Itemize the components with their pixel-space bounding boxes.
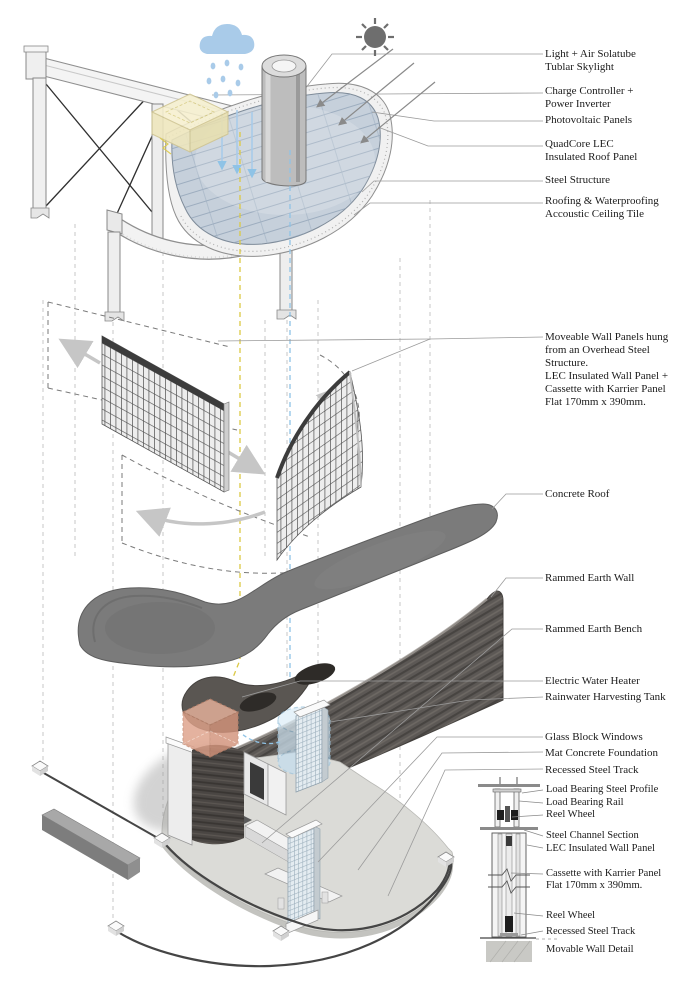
label-load-bearing-rail: Load Bearing Rail — [546, 797, 624, 808]
projection-guide-lines — [42, 200, 431, 922]
glass-block-window-back — [293, 699, 331, 793]
sun-ray-arrows — [316, 48, 436, 144]
label-rammed-earth-wall: Rammed Earth Wall — [545, 572, 635, 584]
label-reel-wheel-bottom: Reel Wheel — [546, 910, 596, 921]
label-glass-block-windows: Glass Block Windows — [545, 731, 643, 743]
solatube-skylight-cylinder — [261, 54, 307, 187]
electric-water-heater — [181, 698, 240, 758]
label-mat-concrete-foundation: Mat Concrete Foundation — [545, 747, 659, 759]
rammed-earth-bench — [41, 808, 141, 880]
concrete-roof-piece — [77, 503, 498, 668]
label-photovoltaic-panels: Photovoltaic Panels — [545, 114, 633, 126]
rain-cloud-icon — [199, 24, 255, 99]
label-steel-structure: Steel Structure — [545, 174, 611, 186]
moveable-wall-curved-panel — [275, 370, 363, 562]
label-load-bearing-steel-profile: Load Bearing Steel Profile — [546, 784, 659, 795]
electric-wire-dashed-line — [222, 132, 241, 702]
label-rainwater-tank: Rainwater Harvesting Tank — [545, 691, 666, 703]
label-solatube-skylight: Light + Air Solatube Tublar Skylight — [545, 48, 636, 73]
label-moveable-wall-panels: Moveable Wall Panels hung from an Overhe… — [545, 331, 669, 408]
recessed-steel-track-curves — [117, 844, 453, 968]
footing-pads — [31, 760, 455, 941]
building-core-walls — [165, 736, 287, 846]
leader-lines-top — [297, 53, 543, 216]
label-recessed-steel-track-detail: Recessed Steel Track — [546, 926, 636, 937]
sun-icon — [356, 18, 394, 56]
charge-controller-box — [150, 93, 230, 155]
movable-wall-detail-drawing — [478, 777, 560, 963]
label-electric-water-heater: Electric Water Heater — [545, 675, 640, 687]
label-concrete-roof: Concrete Roof — [545, 488, 610, 500]
label-movable-wall-detail-title: Movable Wall Detail — [546, 944, 634, 955]
label-reel-wheel-top: Reel Wheel — [546, 809, 596, 820]
label-charge-controller: Charge Controller + Power Inverter — [545, 85, 634, 110]
label-recessed-steel-track: Recessed Steel Track — [545, 764, 639, 776]
leader-lines-main — [241, 493, 544, 897]
label-cassette-karrier-panel: Cassette with Karrier Panel Flat 170mm x… — [546, 868, 662, 892]
recessed-steel-track-straight — [41, 771, 164, 842]
label-lec-insulated-wall-panel: LEC Insulated Wall Panel — [546, 843, 655, 854]
label-rammed-earth-bench: Rammed Earth Bench — [545, 623, 643, 635]
glass-block-window-front — [285, 819, 323, 935]
leader-line-moveable-panels — [217, 336, 544, 372]
heater-tank-pipe-dashed — [241, 733, 281, 745]
label-quadcore-roof-panel: QuadCore LEC Insulated Roof Panel — [545, 138, 638, 163]
label-roofing-waterproofing: Roofing & Waterproofing Accoustic Ceilin… — [545, 195, 659, 220]
label-steel-channel-section: Steel Channel Section — [546, 830, 639, 841]
